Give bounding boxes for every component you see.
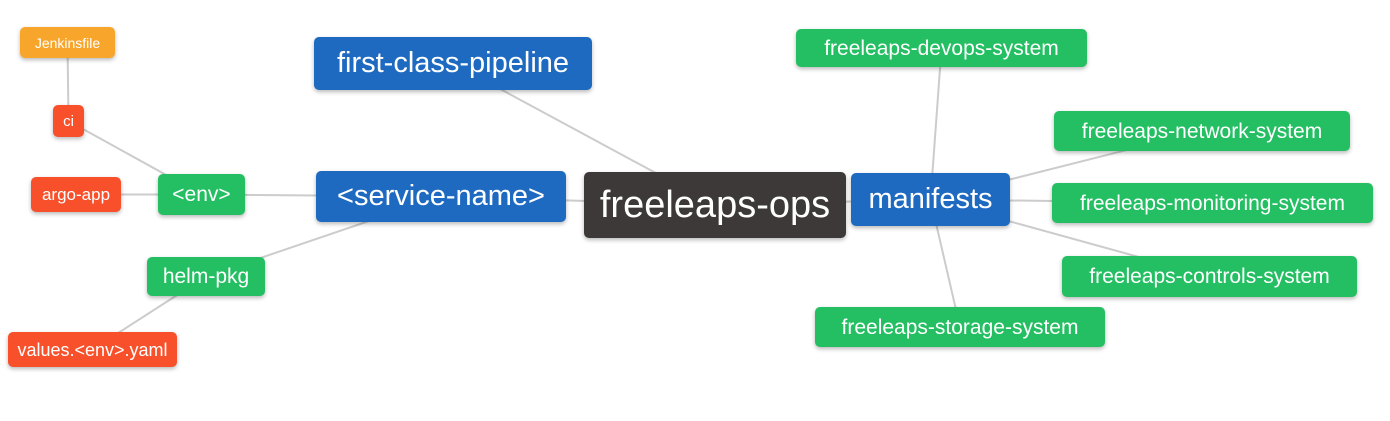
node-freeleaps-controls-system[interactable]: freeleaps-controls-system <box>1062 256 1357 297</box>
node-argo-app[interactable]: argo-app <box>31 177 121 212</box>
node-service-name[interactable]: <service-name> <box>316 171 566 222</box>
node-env[interactable]: <env> <box>158 174 245 215</box>
node-jenkinsfile[interactable]: Jenkinsfile <box>20 27 115 58</box>
node-freeleaps-devops-system[interactable]: freeleaps-devops-system <box>796 29 1087 67</box>
node-helm-pkg[interactable]: helm-pkg <box>147 257 265 296</box>
node-freeleaps-ops[interactable]: freeleaps-ops <box>584 172 846 238</box>
node-values-env-yaml[interactable]: values.<env>.yaml <box>8 332 177 367</box>
node-manifests[interactable]: manifests <box>851 173 1010 226</box>
node-freeleaps-monitoring-system[interactable]: freeleaps-monitoring-system <box>1052 183 1373 223</box>
node-first-class-pipeline[interactable]: first-class-pipeline <box>314 37 592 90</box>
node-freeleaps-storage-system[interactable]: freeleaps-storage-system <box>815 307 1105 347</box>
node-ci[interactable]: ci <box>53 105 84 137</box>
node-freeleaps-network-system[interactable]: freeleaps-network-system <box>1054 111 1350 151</box>
